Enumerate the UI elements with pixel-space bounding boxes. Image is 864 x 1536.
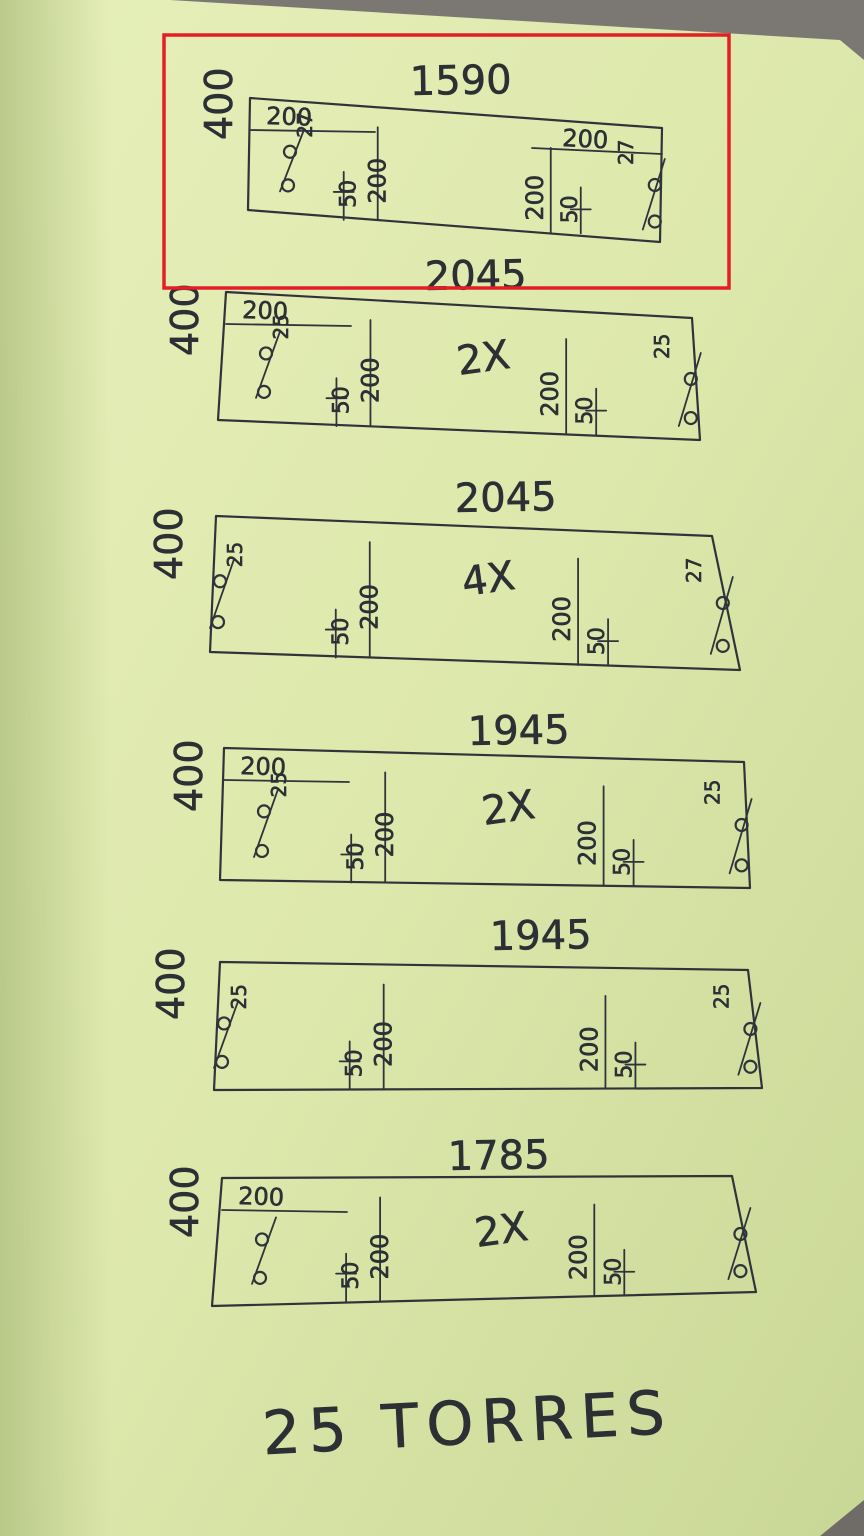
left-hole-leader (209, 558, 235, 629)
left-hole-dim-label: 25 (227, 984, 251, 1009)
left-vert-dim-label: 200 (366, 1234, 394, 1280)
left-hole-leader (255, 330, 281, 399)
panel-outline (210, 1174, 758, 1308)
right-vert-dim-label: 200 (548, 596, 576, 642)
left-top-dim-line (249, 129, 376, 133)
right-hole-dim-label: 27 (682, 558, 706, 583)
left-hole-dim-label: 25 (223, 542, 247, 567)
right-hole-dim-label: 27 (614, 140, 638, 165)
panel-multiplier: 2X (479, 782, 538, 835)
panel-height-label: 400 (197, 67, 241, 140)
panel-height-label: 400 (163, 283, 207, 356)
left-vert-dim-label: 200 (356, 357, 384, 403)
right-hole-leader (728, 798, 753, 875)
right-hole (683, 410, 698, 426)
panel-length-label: 1785 (447, 1132, 550, 1180)
left-small-dim-label: 50 (344, 842, 369, 870)
panel-outline (216, 290, 702, 442)
right-hole-leader (709, 576, 734, 655)
panel-length-label: 2045 (424, 252, 527, 300)
panel-outline (218, 746, 752, 890)
right-hole-leader (677, 352, 702, 427)
panel-length-label: 2045 (454, 474, 557, 522)
highlight-box (162, 33, 731, 290)
left-top-dim-line (221, 1209, 348, 1213)
left-top-dim-label: 200 (240, 752, 287, 782)
right-small-dim-label: 50 (612, 1051, 637, 1079)
panel-height-label: 400 (167, 739, 211, 812)
right-hole-leader (641, 158, 666, 231)
right-vert-dim-label: 200 (564, 1234, 592, 1280)
left-small-dim-label: 50 (339, 1262, 364, 1290)
panel-length-label: 1590 (409, 57, 512, 105)
right-small-dim-label: 50 (573, 397, 598, 425)
right-hole-leader (727, 1207, 752, 1281)
left-vert-dim-label: 200 (370, 1021, 398, 1067)
right-top-dim-line (531, 147, 663, 155)
left-top-dim-line (225, 323, 352, 327)
panel-length-label: 1945 (467, 707, 570, 755)
right-hole (743, 1059, 758, 1074)
right-vert-dim-label: 200 (575, 1026, 603, 1072)
left-top-dim-line (223, 779, 350, 783)
panel-multiplier: 2X (454, 332, 513, 385)
right-small-dim-label: 50 (601, 1258, 626, 1286)
left-top-dim-label: 200 (238, 1182, 285, 1212)
left-hole-leader (253, 788, 279, 858)
panel-height-label: 400 (149, 947, 193, 1020)
left-vert-dim-label: 200 (364, 158, 392, 204)
right-hole-dim-label: 25 (650, 334, 674, 359)
right-vert-dim-label: 200 (536, 371, 564, 417)
right-vert-dim-label: 200 (521, 175, 549, 221)
left-hole-leader (279, 128, 305, 193)
left-top-dim-label: 200 (266, 102, 313, 132)
right-hole (733, 1264, 748, 1279)
panel-outline (246, 96, 664, 244)
right-small-dim-label: 50 (585, 627, 610, 655)
right-hole-leader (737, 1002, 762, 1076)
right-hole-dim-label: 25 (701, 780, 725, 805)
left-hole-leader (213, 1000, 239, 1069)
left-small-dim-label: 50 (329, 618, 354, 646)
left-hole-dim-label: 25 (269, 314, 293, 339)
panel-multiplier: 2X (472, 1204, 531, 1257)
panel-height-label: 400 (163, 1165, 207, 1238)
left-small-dim-label: 50 (343, 1049, 368, 1077)
left-hole-leader (251, 1216, 277, 1285)
left-small-dim-label: 50 (337, 180, 362, 208)
panel-outline (212, 960, 764, 1092)
left-hole-dim-label: 27 (293, 112, 317, 137)
panel-length-label: 1945 (489, 912, 592, 960)
panel-outline (208, 514, 742, 672)
panel-height-label: 400 (147, 507, 191, 580)
right-hole (647, 214, 662, 229)
right-hole (715, 638, 730, 653)
right-hole-dim-label: 25 (709, 984, 733, 1009)
left-vert-dim-label: 200 (371, 812, 399, 858)
left-vert-dim-label: 200 (356, 584, 384, 630)
panel-multiplier: 4X (459, 553, 518, 606)
right-small-dim-label: 50 (558, 195, 583, 223)
left-small-dim-label: 50 (329, 386, 354, 414)
right-hole (734, 858, 749, 873)
right-small-dim-label: 50 (611, 848, 636, 876)
left-hole-dim-label: 25 (267, 772, 291, 797)
right-top-dim-label: 200 (562, 124, 609, 154)
right-vert-dim-label: 200 (574, 820, 602, 866)
left-top-dim-label: 200 (242, 296, 289, 326)
